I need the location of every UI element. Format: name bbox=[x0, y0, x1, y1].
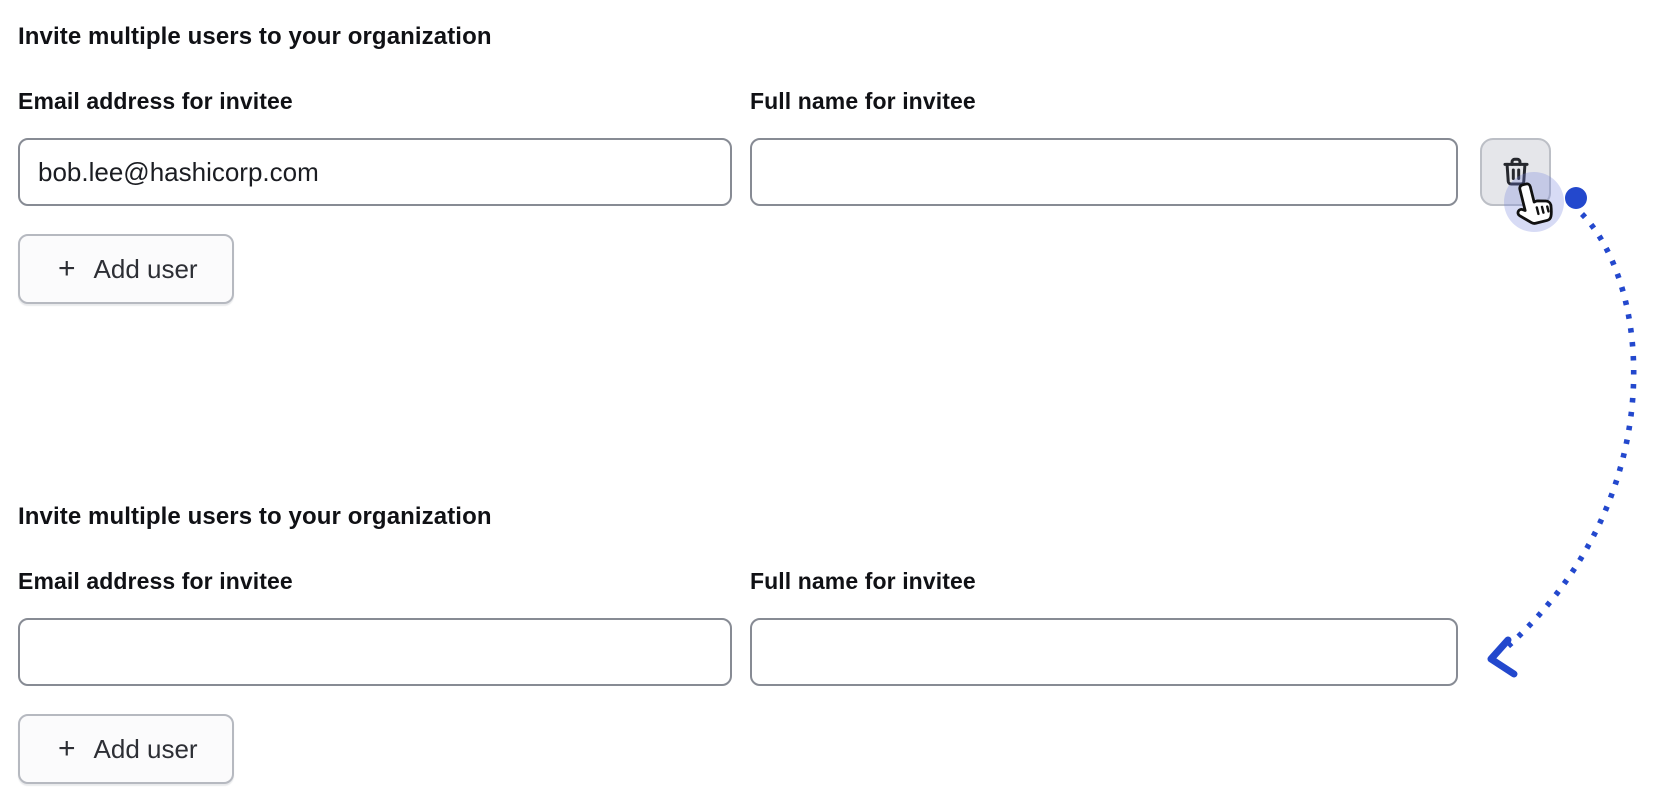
full-name-label: Full name for invitee bbox=[750, 568, 976, 594]
trash-icon bbox=[1499, 155, 1533, 189]
invitee-row: Email address for invitee Full name for … bbox=[18, 566, 1672, 686]
invite-form-after: Invite multiple users to your organizati… bbox=[18, 502, 1672, 784]
email-input[interactable] bbox=[18, 618, 732, 686]
full-name-field: Full name for invitee bbox=[750, 566, 1458, 686]
form-title: Invite multiple users to your organizati… bbox=[18, 503, 492, 530]
invite-form-before: Invite multiple users to your organizati… bbox=[18, 22, 1672, 304]
delete-row-button[interactable] bbox=[1480, 138, 1551, 206]
full-name-input[interactable] bbox=[750, 138, 1458, 206]
add-user-button[interactable]: + Add user bbox=[18, 714, 234, 784]
email-field: Email address for invitee bbox=[18, 86, 732, 206]
full-name-field: Full name for invitee bbox=[750, 86, 1458, 206]
email-field: Email address for invitee bbox=[18, 566, 732, 686]
add-user-label: Add user bbox=[93, 253, 198, 284]
email-input[interactable] bbox=[18, 138, 732, 206]
add-user-label: Add user bbox=[93, 733, 198, 764]
plus-icon: + bbox=[58, 732, 76, 765]
full-name-label: Full name for invitee bbox=[750, 88, 976, 114]
email-label: Email address for invitee bbox=[18, 88, 293, 114]
full-name-input[interactable] bbox=[750, 618, 1458, 686]
plus-icon: + bbox=[58, 252, 76, 285]
invitee-row: Email address for invitee Full name for … bbox=[18, 86, 1672, 206]
form-title: Invite multiple users to your organizati… bbox=[18, 23, 492, 50]
email-label: Email address for invitee bbox=[18, 568, 293, 594]
add-user-button[interactable]: + Add user bbox=[18, 234, 234, 304]
